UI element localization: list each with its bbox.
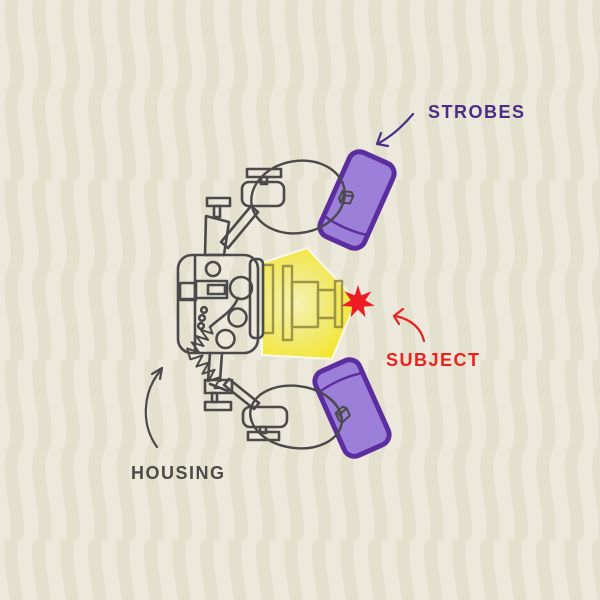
bottom-strobe-arm-icon	[203, 351, 289, 442]
strobes-arrow-icon	[375, 112, 415, 148]
top-strobe-arm-icon	[203, 167, 286, 257]
strobe-top-icon	[317, 149, 397, 251]
housing-label: HOUSING	[131, 463, 226, 483]
strobes-label: STROBES	[428, 102, 526, 122]
subject-arrow-icon	[392, 307, 426, 343]
subject-label: SUBJECT	[386, 350, 481, 370]
strobe-bottom-icon	[312, 357, 392, 459]
strobe-loop-arms-icon	[249, 159, 346, 450]
subject-star-icon	[341, 285, 375, 318]
housing-arrow-icon	[144, 366, 164, 449]
